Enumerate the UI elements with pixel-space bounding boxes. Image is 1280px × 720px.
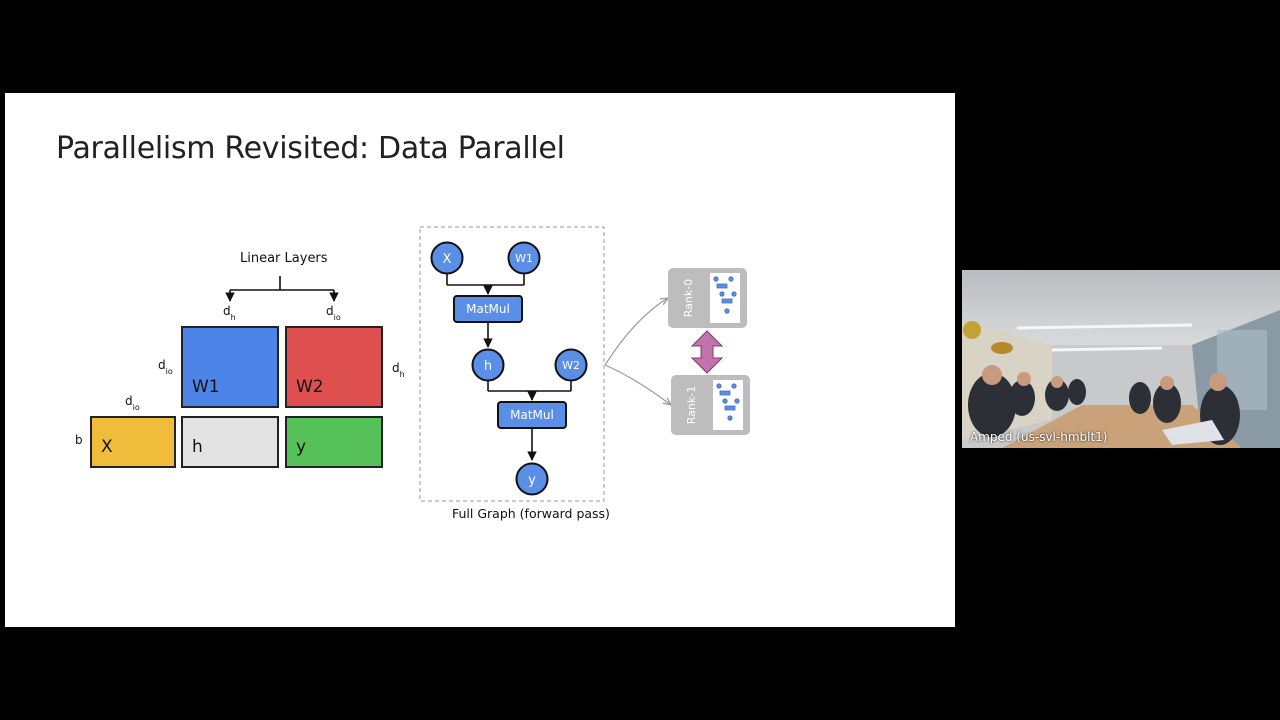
sync-double-arrow bbox=[690, 330, 724, 374]
matrix-w1: W1 bbox=[181, 326, 279, 408]
linear-layers-label: Linear Layers bbox=[240, 251, 328, 266]
graph-node-w1: W1 bbox=[507, 241, 541, 275]
dim-label-dio-top: dio bbox=[326, 304, 341, 322]
svg-text:h: h bbox=[484, 359, 492, 374]
rank-connector-arrows bbox=[604, 298, 671, 405]
svg-text:MatMul: MatMul bbox=[510, 408, 554, 422]
full-graph-frame bbox=[419, 226, 605, 502]
graph-node-w2: W2 bbox=[554, 348, 588, 382]
dim-label-dio-left: dio bbox=[158, 358, 173, 376]
participant-name-label: Amped (us-svl-hmblt1) bbox=[970, 430, 1108, 444]
linear-layers-bracket bbox=[225, 276, 339, 302]
matrix-x: X bbox=[90, 416, 176, 468]
svg-text:X: X bbox=[443, 252, 452, 267]
svg-text:W1: W1 bbox=[515, 252, 533, 265]
presentation-slide: Parallelism Revisited: Data Parallel Lin… bbox=[5, 93, 955, 627]
rank-0-label: Rank-0 bbox=[682, 279, 695, 317]
rank-1-label: Rank-1 bbox=[685, 386, 698, 424]
dim-label-b: b bbox=[75, 433, 83, 447]
dim-label-dh-right: dh bbox=[392, 361, 405, 379]
graph-diagram: X W1 MatMul h W2 MatMul y Full Graph (fo… bbox=[225, 226, 750, 521]
svg-text:MatMul: MatMul bbox=[466, 302, 510, 316]
matrix-h: h bbox=[181, 416, 279, 468]
graph-node-h: h bbox=[471, 348, 505, 382]
svg-text:y: y bbox=[528, 473, 536, 488]
matrix-w2: W2 bbox=[285, 326, 383, 408]
participant-video-tile[interactable]: Amped (us-svl-hmblt1) bbox=[962, 270, 1280, 448]
svg-text:W2: W2 bbox=[562, 359, 580, 372]
rank-0-card: Rank-0 bbox=[668, 268, 747, 328]
dim-label-dh-top: dh bbox=[223, 304, 236, 322]
slide-title: Parallelism Revisited: Data Parallel bbox=[56, 131, 565, 166]
graph-node-y: y bbox=[515, 462, 549, 496]
graph-edges bbox=[446, 273, 572, 461]
matrix-y: y bbox=[285, 416, 383, 468]
participant-video-feed bbox=[962, 270, 1280, 448]
graph-node-matmul-2: MatMul bbox=[497, 401, 567, 429]
graph-node-x: X bbox=[430, 241, 464, 275]
dim-label-dio-x: dio bbox=[125, 394, 140, 412]
full-graph-caption: Full Graph (forward pass) bbox=[452, 506, 610, 521]
graph-node-matmul-1: MatMul bbox=[453, 295, 523, 323]
rank-1-card: Rank-1 bbox=[671, 375, 750, 435]
